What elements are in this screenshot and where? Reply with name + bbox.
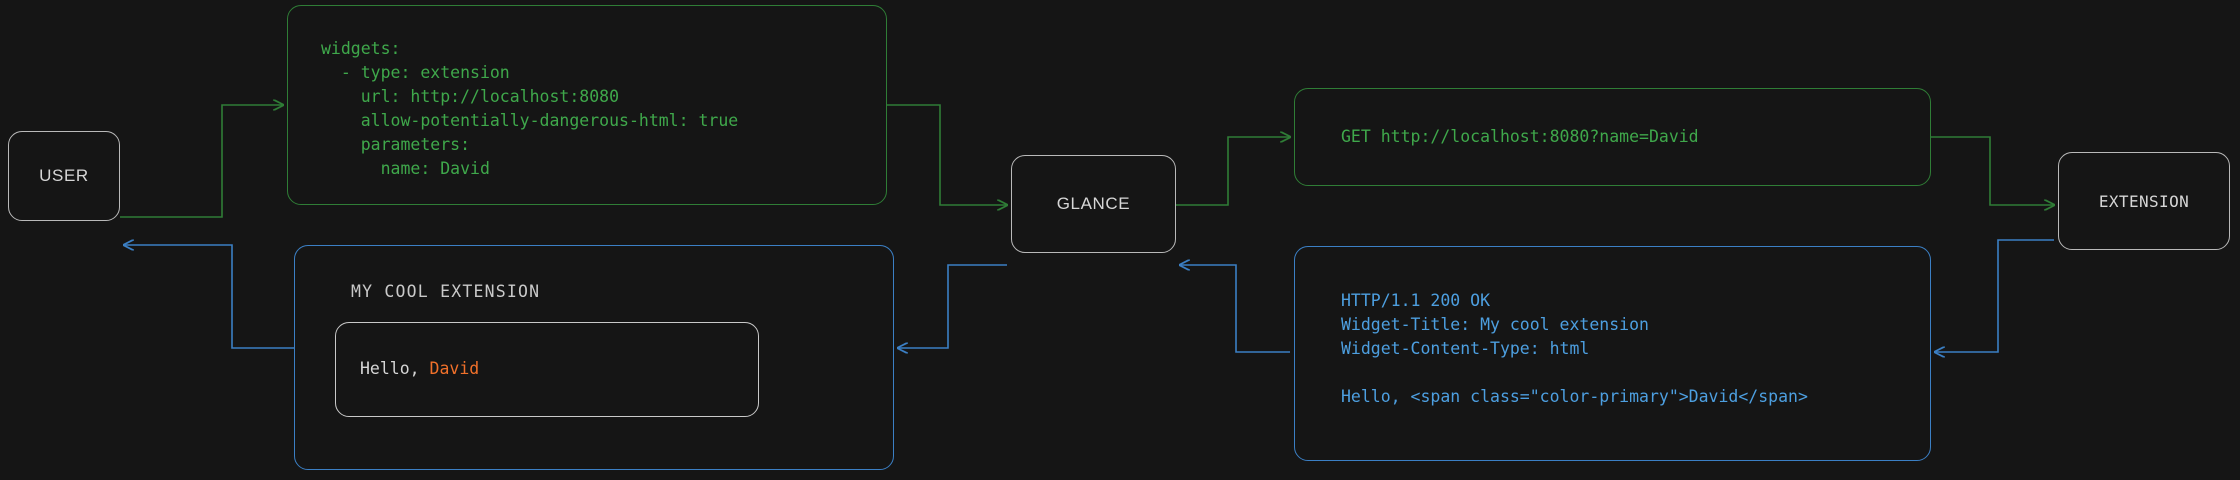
wire-user-to-config [120, 105, 283, 218]
http-response-text: HTTP/1.1 200 OK Widget-Title: My cool ex… [1341, 291, 1808, 406]
rendered-widget-box: MY COOL EXTENSION Hello, David [294, 245, 894, 470]
config-yaml-text: widgets: - type: extension url: http://l… [321, 39, 739, 178]
wire-request-to-extension [1931, 136, 2054, 205]
rendered-widget-card: Hello, David [335, 322, 759, 417]
wire-render-to-user [124, 245, 294, 349]
wire-response-to-glance [1180, 265, 1290, 353]
rendered-widget-body-accent: David [429, 359, 480, 378]
http-response-box: HTTP/1.1 200 OK Widget-Title: My cool ex… [1294, 246, 1931, 461]
node-user-label: USER [39, 166, 89, 185]
wire-config-to-glance [887, 104, 1007, 205]
http-request-text: GET http://localhost:8080?name=David [1341, 127, 1699, 146]
node-glance-label: GLANCE [1056, 194, 1131, 213]
config-yaml-box: widgets: - type: extension url: http://l… [287, 5, 887, 205]
rendered-widget-body: Hello, David [360, 359, 479, 378]
node-user[interactable]: USER [8, 131, 120, 221]
wire-glance-to-request [1176, 137, 1290, 206]
http-request-box: GET http://localhost:8080?name=David [1294, 88, 1931, 186]
rendered-widget-title: MY COOL EXTENSION [351, 282, 541, 301]
wire-extension-to-response [1935, 239, 2054, 352]
rendered-widget-body-prefix: Hello, [360, 359, 430, 378]
node-glance[interactable]: GLANCE [1011, 155, 1176, 253]
wire-glance-to-render [898, 264, 1007, 348]
node-extension-label: EXTENSION [2098, 191, 2190, 211]
node-extension[interactable]: EXTENSION [2058, 152, 2230, 250]
